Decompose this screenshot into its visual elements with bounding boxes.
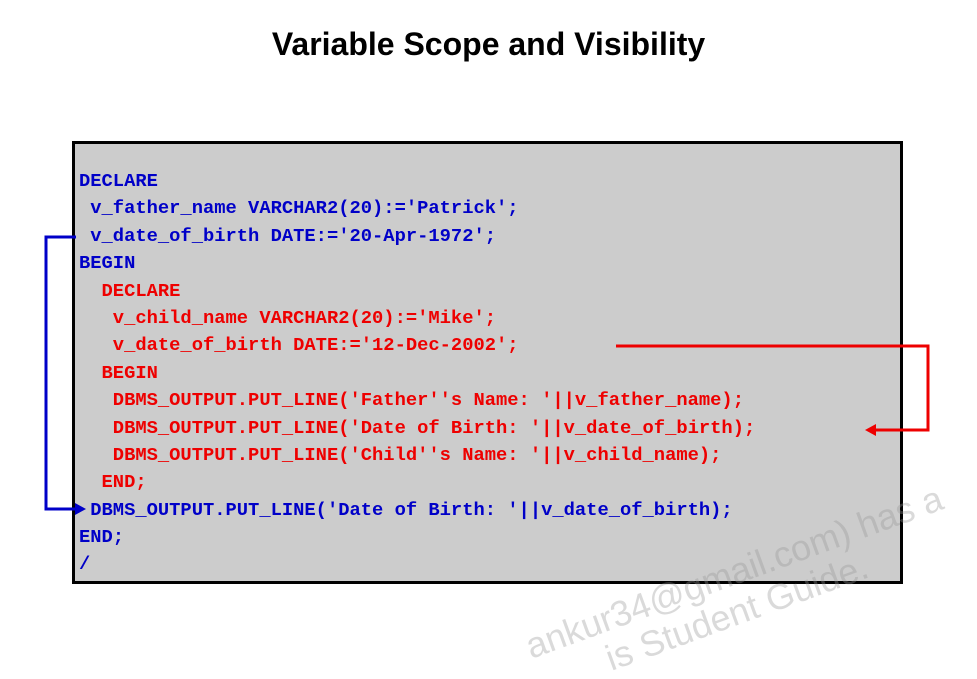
code-line: DBMS_OUTPUT.PUT_LINE('Father''s Name: '|… [79,389,744,412]
code-box [72,141,903,584]
code-line: v_father_name VARCHAR2(20):='Patrick'; [79,197,519,220]
code-line: DBMS_OUTPUT.PUT_LINE('Date of Birth: '||… [79,498,733,521]
scope-arrows [44,235,930,515]
code-line: END; [79,471,147,494]
code-line: v_child_name VARCHAR2(20):='Mike'; [79,306,497,329]
slide-title: Variable Scope and Visibility [271,26,706,62]
code-line: END; [79,526,125,549]
code-line: DBMS_OUTPUT.PUT_LINE('Date of Birth: '||… [79,416,756,439]
code-listing: DECLARE v_father_name VARCHAR2(20):='Pat… [79,168,755,579]
code-line: DECLARE [79,279,181,302]
code-line: BEGIN [79,252,136,275]
code-line: v_date_of_birth DATE:='20-Apr-1972'; [79,224,497,247]
outer-scope-arrow [44,235,86,515]
code-line: BEGIN [79,361,158,384]
inner-scope-arrow [616,344,930,436]
code-line: / [79,553,91,576]
code-line: v_date_of_birth DATE:='12-Dec-2002'; [79,334,519,357]
code-line: DECLARE [79,170,158,192]
code-line: DBMS_OUTPUT.PUT_LINE('Child''s Name: '||… [79,443,722,466]
